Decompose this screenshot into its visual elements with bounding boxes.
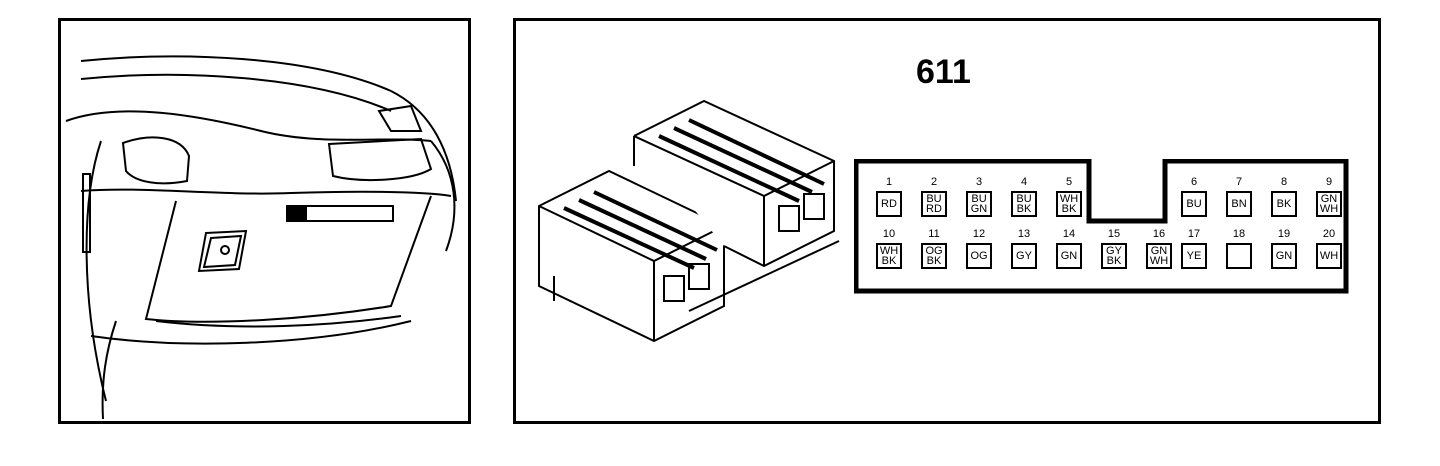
pin-number: 9 <box>1325 176 1333 188</box>
connector-id-label: 611 <box>916 53 971 91</box>
pin-cell: GN <box>1056 243 1082 269</box>
pin-wire-color: YE <box>1186 250 1202 262</box>
pin-number: 12 <box>972 228 986 240</box>
pin-wire-color: GN WH <box>1149 245 1169 267</box>
pin-cell: BU GN <box>966 191 992 217</box>
pin-wire-color: GN WH <box>1319 193 1339 215</box>
pin-number: 19 <box>1277 228 1291 240</box>
pin-cell: GN WH <box>1316 191 1342 217</box>
pin-number: 4 <box>1020 176 1028 188</box>
pin-number: 16 <box>1152 228 1166 240</box>
pin-wire-color: WH BK <box>1059 193 1079 215</box>
pin-number: 18 <box>1232 228 1246 240</box>
pin-cell: OG <box>966 243 992 269</box>
pin-cell: WH BK <box>1056 191 1082 217</box>
pinout-outline <box>854 159 1349 294</box>
pin-wire-color: OG BK <box>925 245 943 267</box>
pin-number: 1 <box>885 176 893 188</box>
pin-wire-color: RD <box>881 198 897 210</box>
pin-number: 5 <box>1065 176 1073 188</box>
pin-cell <box>1226 243 1252 269</box>
pin-number: 2 <box>930 176 938 188</box>
pin-cell: WH <box>1316 243 1342 269</box>
pin-wire-color: BK <box>1276 198 1292 210</box>
pin-number: 3 <box>975 176 983 188</box>
pin-cell: GN <box>1271 243 1297 269</box>
pin-number: 13 <box>1017 228 1031 240</box>
pin-wire-color: BU BK <box>1016 193 1032 215</box>
pin-wire-color: BU GN <box>970 193 988 215</box>
pin-wire-color: WH <box>1319 250 1339 262</box>
pin-cell: WH BK <box>876 243 902 269</box>
pin-number: 14 <box>1062 228 1076 240</box>
pin-cell: YE <box>1181 243 1207 269</box>
pin-wire-color: BU <box>1186 198 1202 210</box>
pin-cell: BU RD <box>921 191 947 217</box>
pin-wire-color: GN <box>1275 250 1293 262</box>
pin-wire-color: GY <box>1016 250 1032 262</box>
pin-number: 15 <box>1107 228 1121 240</box>
pin-number: 17 <box>1187 228 1201 240</box>
pin-cell: BU BK <box>1011 191 1037 217</box>
pin-wire-color: BU RD <box>926 193 942 215</box>
pin-cell: BN <box>1226 191 1252 217</box>
pin-wire-color: GY BK <box>1106 245 1122 267</box>
pin-wire-color: BN <box>1231 198 1247 210</box>
pin-cell: BK <box>1271 191 1297 217</box>
pin-cell: BU <box>1181 191 1207 217</box>
dashboard-illustration <box>65 55 457 420</box>
pin-number: 6 <box>1190 176 1198 188</box>
pin-cell: GN WH <box>1146 243 1172 269</box>
pin-number: 8 <box>1280 176 1288 188</box>
pin-number: 11 <box>928 228 940 240</box>
connector-3d-drawing <box>538 99 840 343</box>
pin-number: 20 <box>1322 228 1336 240</box>
pin-number: 7 <box>1235 176 1243 188</box>
location-illustration-panel <box>58 18 471 424</box>
pin-wire-color: OG <box>970 250 988 262</box>
pin-cell: OG BK <box>921 243 947 269</box>
pin-cell: GY <box>1011 243 1037 269</box>
pin-cell: GY BK <box>1101 243 1127 269</box>
pin-wire-color: GN <box>1060 250 1078 262</box>
pin-number: 10 <box>882 228 896 240</box>
pin-wire-color: WH BK <box>879 245 899 267</box>
pin-cell: RD <box>876 191 902 217</box>
